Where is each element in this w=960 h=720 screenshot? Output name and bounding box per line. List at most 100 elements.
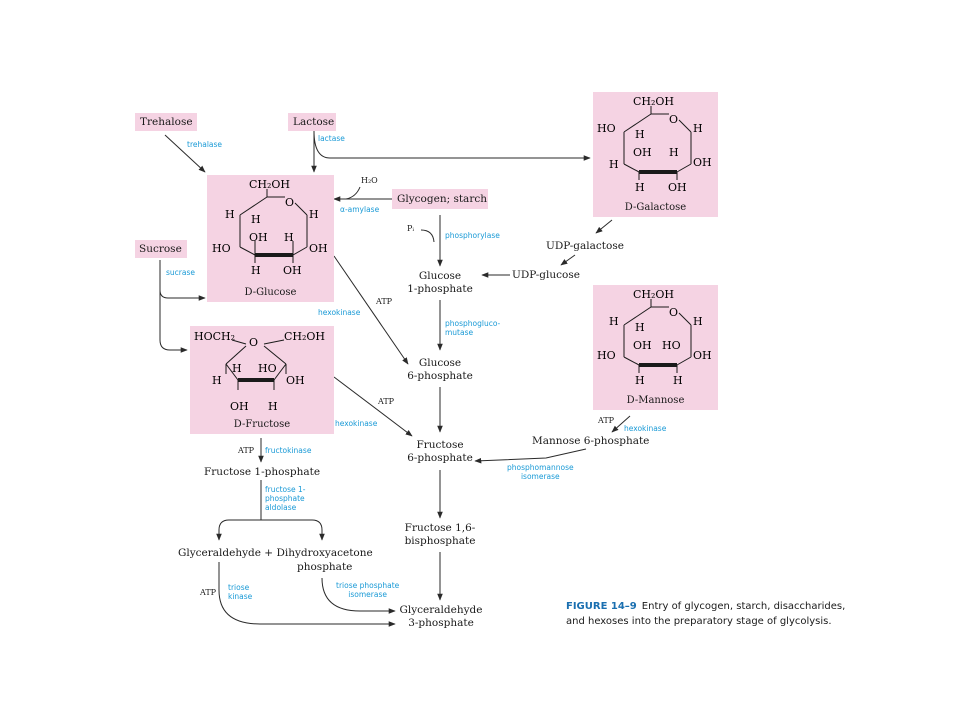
- udp-glucose-label: UDP-glucose: [512, 269, 580, 281]
- glycogen-starch-label: Glycogen; starch: [397, 193, 487, 205]
- fructose-ch2oh: CH₂OH: [284, 330, 325, 343]
- galactose-mid-2: OH: [633, 146, 652, 159]
- glucose-mid-2: OH: [249, 231, 268, 244]
- mannose-ring: CH₂OH O H H H HO OH HO OH H H: [597, 288, 712, 387]
- fructose-ring-o: O: [249, 336, 258, 349]
- fructose-16bp-line1: Fructose 1,6-: [404, 522, 476, 534]
- enzyme-hexokinase-glucose: hexokinase: [318, 308, 361, 317]
- mannose-lower-2: H: [673, 374, 683, 387]
- arrow-trehalose-to-glucose: [164, 134, 206, 173]
- gap-line1: Glyceraldehyde: [399, 604, 483, 616]
- enzyme-triose-kinase: triose kinase: [228, 583, 252, 601]
- glucose-upper-h3: H: [309, 208, 319, 221]
- enzyme-phosphoglucomutase: phosphogluco- mutase: [445, 319, 500, 337]
- enzyme-triose-kinase-line2: kinase: [228, 592, 253, 601]
- glucose-lower-2: OH: [283, 264, 302, 277]
- galactose-name: D-Galactose: [624, 202, 687, 213]
- mannose-mid-2: OH: [633, 339, 652, 352]
- enzyme-hexokinase-fructose: hexokinase: [335, 419, 378, 428]
- lactose-label: Lactose: [293, 116, 335, 128]
- fructose-lower-1: OH: [230, 400, 249, 413]
- galactose-lower-2: OH: [668, 181, 687, 194]
- mannose-box: CH₂OH O H H H HO OH HO OH H H D-Mannose: [593, 285, 718, 410]
- glucose-ring-o: O: [285, 196, 294, 209]
- glucose-name: D-Glucose: [244, 287, 297, 298]
- sucrose-box: [135, 240, 187, 258]
- atp-triose-kinase: ATP: [200, 588, 217, 597]
- fructose-upper-4: OH: [286, 374, 305, 387]
- glucose-6p-line1: Glucose: [418, 357, 462, 369]
- fructose-16bp-line2: bisphosphate: [404, 535, 476, 547]
- fructose-6p-line2: 6-phosphate: [407, 452, 473, 464]
- glucose-6p-label: Glucose 6-phosphate: [406, 357, 474, 383]
- glucose-mid-3: H: [284, 231, 294, 244]
- sucrose-label: Sucrose: [139, 243, 182, 255]
- arrow-lactose-to-galactose: [313, 130, 591, 161]
- galactose-mid-4: OH: [693, 156, 712, 169]
- mannose-upper-1: H: [609, 315, 619, 328]
- pi-label: Pᵢ: [407, 224, 414, 233]
- mannose-mid-4: OH: [693, 349, 712, 362]
- arrow-fructose-to-f6p: [333, 376, 413, 437]
- atp-fructokinase: ATP: [238, 446, 255, 455]
- fructose-16bp-label: Fructose 1,6- bisphosphate: [400, 522, 480, 548]
- galactose-lower-1: H: [635, 181, 645, 194]
- enzyme-triose-phosphate-isomerase: triose phosphate isomerase: [336, 581, 399, 599]
- glucose-1p-label: Glucose 1-phosphate: [406, 270, 474, 296]
- enzyme-pmi-line1: phosphomannose: [507, 463, 574, 472]
- arrow-glyceraldehyde-to-gap: [218, 562, 396, 627]
- arrow-dhap-to-gap: [321, 577, 396, 614]
- glucose-box: CH₂OH O H H H HO OH H OH H OH D-Glucose: [207, 175, 334, 302]
- arrow-sucrose-to-glucose: [159, 260, 206, 301]
- glucose-ring: CH₂OH O H H H HO OH H OH H OH: [212, 178, 328, 277]
- glucose-1p-line2: 1-phosphate: [407, 283, 473, 295]
- fructose-upper-1: H: [212, 374, 222, 387]
- fructose-upper-2: H: [232, 362, 242, 375]
- glucose-upper-h2: H: [251, 213, 261, 226]
- arrow-galactose-to-udpgal: [595, 219, 613, 234]
- trehalose-box: [135, 113, 197, 131]
- enzyme-phosphoglucomutase-line1: phosphogluco-: [445, 319, 501, 328]
- enzyme-fructokinase: fructokinase: [265, 446, 312, 455]
- enzyme-sucrase: sucrase: [166, 268, 195, 277]
- enzyme-trehalase: trehalase: [187, 140, 223, 149]
- arrow-sucrose-to-fructose: [159, 290, 188, 353]
- atp-hexokinase-glucose: ATP: [376, 297, 393, 306]
- trehalose-label: Trehalose: [140, 116, 193, 128]
- glucose-upper-h1: H: [225, 208, 235, 221]
- galactose-ch2oh: CH₂OH: [633, 95, 674, 108]
- atp-hexokinase-mannose: ATP: [598, 416, 615, 425]
- galactose-mid-3: H: [669, 146, 679, 159]
- atp-hexokinase-fructose: ATP: [378, 397, 395, 406]
- galactose-ring-o: O: [669, 113, 678, 126]
- lactose-box: [288, 113, 336, 131]
- enzyme-hexokinase-mannose: hexokinase: [624, 424, 667, 433]
- arrow-split-right: [261, 519, 325, 541]
- enzyme-phosphomannose-isomerase: phosphomannose isomerase: [507, 463, 574, 481]
- glucose-mid-4: OH: [309, 242, 328, 255]
- mannose-6p-label: Mannose 6-phosphate: [532, 435, 650, 447]
- enzyme-phosphorylase: phosphorylase: [445, 231, 500, 240]
- glucose-6p-line2: 6-phosphate: [407, 370, 473, 382]
- enzyme-aldolase-line3: aldolase: [265, 503, 297, 512]
- mannose-upper-3: H: [693, 315, 703, 328]
- figure-caption-text: Entry of glycogen, starch, disaccharides…: [566, 601, 846, 627]
- glyceraldehyde-dhap-label: Glyceraldehyde + Dihydroxyacetone: [178, 547, 373, 559]
- enzyme-triose-kinase-line1: triose: [228, 583, 250, 592]
- glucose-1p-line1: Glucose: [418, 270, 462, 282]
- fructose-ring: HOCH₂ O CH₂OH H H HO OH OH H: [194, 330, 325, 413]
- fructose-upper-3: HO: [258, 362, 277, 375]
- mannose-ch2oh: CH₂OH: [633, 288, 674, 301]
- arrow-split-left: [216, 519, 261, 541]
- mannose-upper-2: H: [635, 321, 645, 334]
- glycogen-starch-box: [392, 189, 488, 209]
- galactose-ring: CH₂OH O HO H H H OH H OH H OH: [597, 95, 712, 194]
- fructose-lower-2: H: [268, 400, 278, 413]
- enzyme-phosphoglucomutase-line2: mutase: [445, 328, 474, 337]
- enzyme-pmi-line2: isomerase: [520, 472, 560, 481]
- enzyme-fructose1p-aldolase: fructose 1- phosphate aldolase: [265, 485, 306, 512]
- glucose-lower-1: H: [251, 264, 261, 277]
- galactose-upper-2: H: [635, 128, 645, 141]
